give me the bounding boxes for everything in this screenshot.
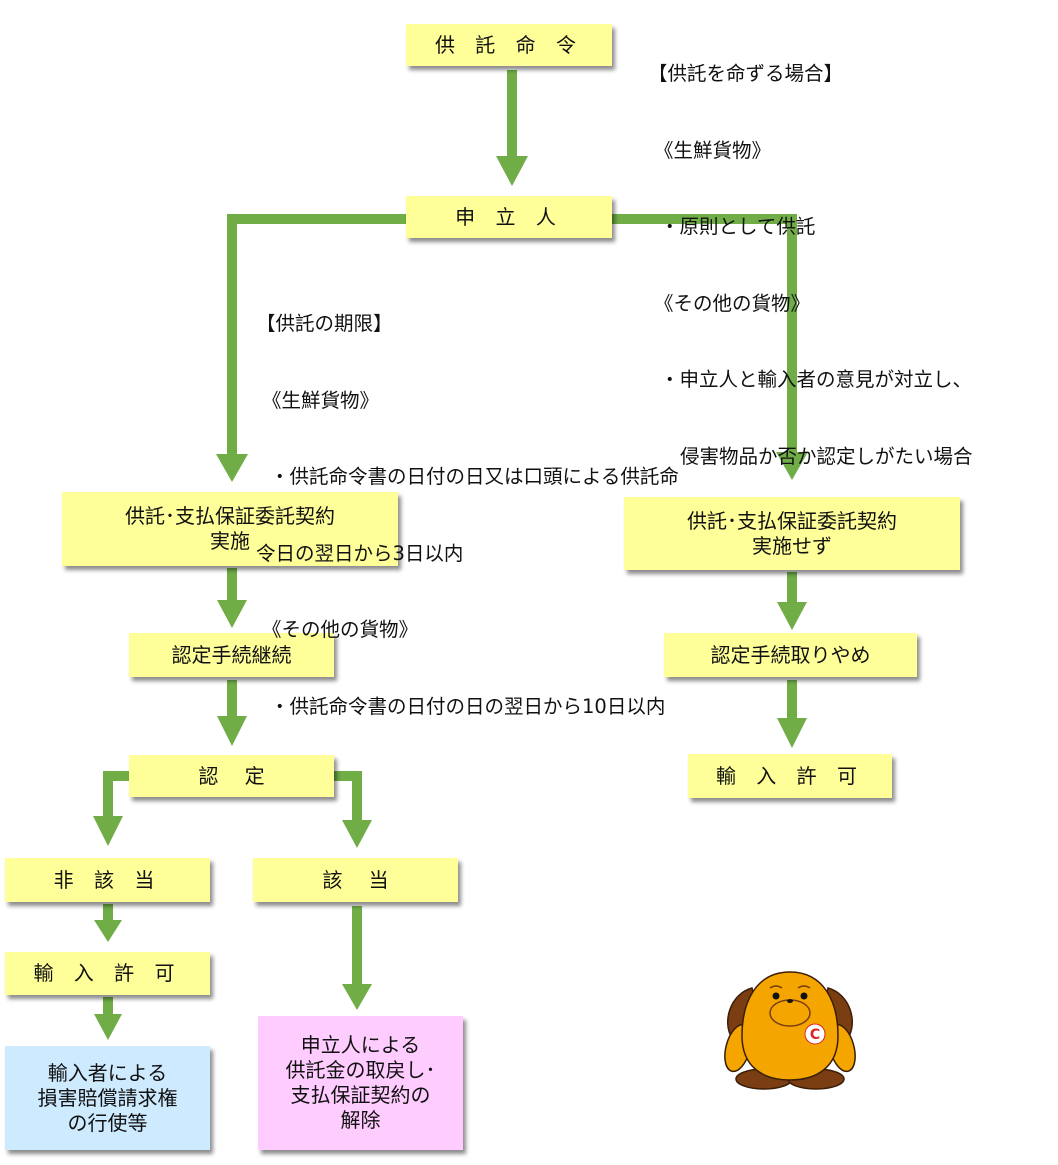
arrowhead-icon — [777, 718, 807, 748]
node-deposit-done: 供託･支払保証委託契約 実施 — [62, 492, 398, 566]
note-when-ordered-other-item-line2: 侵害物品か否か認定しがたい場合 — [680, 444, 973, 468]
arrowhead-icon — [94, 920, 122, 942]
connector-applicant-right — [612, 214, 797, 454]
node-procedure-continue-label: 認定手続継続 — [171, 642, 292, 667]
node-deposit-done-line1: 供託･支払保証委託契約 — [125, 504, 335, 528]
arrowhead-icon — [216, 454, 248, 482]
node-deposit-order: 供 託 命 令 — [406, 24, 612, 66]
note-deadline-other-item: ・供託命令書の日付の日の翌日から10日以内 — [270, 694, 666, 718]
arrowhead-icon — [776, 452, 808, 480]
note-deadline-fresh-item-line1: ・供託命令書の日付の日又は口頭による供託命 — [270, 465, 679, 488]
node-determination: 認 定 — [129, 755, 334, 797]
node-importer-damages-line3: の行使等 — [67, 1110, 148, 1135]
arrowhead-icon — [777, 602, 807, 630]
arrowhead-icon — [342, 984, 372, 1010]
note-deadline-fresh-item-line2: 令日の翌日から3日以内 — [256, 541, 464, 565]
node-import-permit-right: 輸 入 許 可 — [688, 754, 892, 798]
node-import-permit-left: 輸 入 許 可 — [5, 952, 210, 995]
note-deadline-heading: 【供託の期限】 — [256, 312, 393, 335]
arrowhead-icon — [342, 820, 372, 848]
note-when-ordered-fresh-item: ・原則として供託 — [660, 215, 816, 238]
node-not-applicable: 非 該 当 — [5, 858, 210, 902]
arrowhead-icon — [94, 1014, 122, 1040]
note-when-ordered-other-label: 《その他の貨物》 — [654, 291, 811, 315]
note-deadline-fresh-label: 《生鮮貨物》 — [262, 388, 380, 412]
node-applicant-refund-line2: 供託金の取戻し･ — [285, 1058, 436, 1082]
dog-mascot-icon: C — [724, 971, 856, 1090]
node-applicant: 申 立 人 — [406, 196, 612, 238]
node-import-permit-left-label: 輸 入 許 可 — [33, 961, 182, 985]
node-importer-damages: 輸入者による 損害賠償請求権 の行使等 — [5, 1046, 210, 1150]
node-determination-label: 認 定 — [198, 763, 265, 788]
node-applicant-refund: 申立人による 供託金の取戻し･ 支払保証契約の 解除 — [258, 1016, 463, 1150]
note-deadline: 【供託の期限】 《生鮮貨物》 ・供託命令書の日付の日又は口頭による供託命 令日の… — [256, 260, 679, 745]
node-procedure-cancel-label: 認定手続取りやめ — [710, 642, 871, 667]
connector-determination-notapplicable — [103, 771, 129, 818]
node-applicable-label: 該 当 — [322, 867, 389, 892]
mascot-badge-letter: C — [810, 1027, 820, 1043]
node-applicant-refund-line4: 解除 — [340, 1108, 381, 1132]
note-when-ordered: 【供託を命ずる場合】 《生鮮貨物》 ・原則として供託 《その他の貨物》 ・申立人… — [648, 10, 973, 495]
node-procedure-continue: 認定手続継続 — [129, 633, 334, 677]
connector-applicant-left — [227, 214, 406, 456]
node-deposit-done-line2: 実施 — [210, 529, 250, 553]
node-deposit-order-label: 供 託 命 令 — [434, 32, 584, 57]
arrowhead-icon — [93, 816, 123, 846]
node-deposit-not-done: 供託･支払保証委託契約 実施せず — [624, 497, 960, 570]
arrowhead-icon — [496, 156, 528, 186]
node-applicant-label: 申 立 人 — [455, 204, 563, 229]
node-importer-damages-line2: 損害賠償請求権 — [37, 1085, 178, 1110]
node-procedure-cancel: 認定手続取りやめ — [664, 633, 917, 677]
note-when-ordered-other-item-line1: ・申立人と輸入者の意見が対立し、 — [660, 368, 973, 391]
arrowhead-icon — [217, 600, 247, 628]
node-deposit-not-done-line2: 実施せず — [752, 533, 832, 558]
note-when-ordered-fresh-label: 《生鮮貨物》 — [654, 138, 772, 162]
node-deposit-not-done-line1: 供託･支払保証委託契約 — [687, 508, 897, 533]
node-applicant-refund-line1: 申立人による — [300, 1033, 421, 1057]
node-import-permit-right-label: 輸 入 許 可 — [715, 763, 865, 788]
connector-determination-applicable — [334, 771, 362, 822]
node-applicable: 該 当 — [253, 858, 458, 902]
node-importer-damages-line1: 輸入者による — [47, 1060, 168, 1085]
node-applicant-refund-line3: 支払保証契約の — [290, 1083, 431, 1107]
note-deadline-other-label: 《その他の貨物》 — [262, 618, 419, 641]
note-when-ordered-heading: 【供託を命ずる場合】 — [648, 62, 844, 85]
node-not-applicable-label: 非 該 当 — [53, 867, 162, 892]
arrowhead-icon — [217, 716, 247, 746]
